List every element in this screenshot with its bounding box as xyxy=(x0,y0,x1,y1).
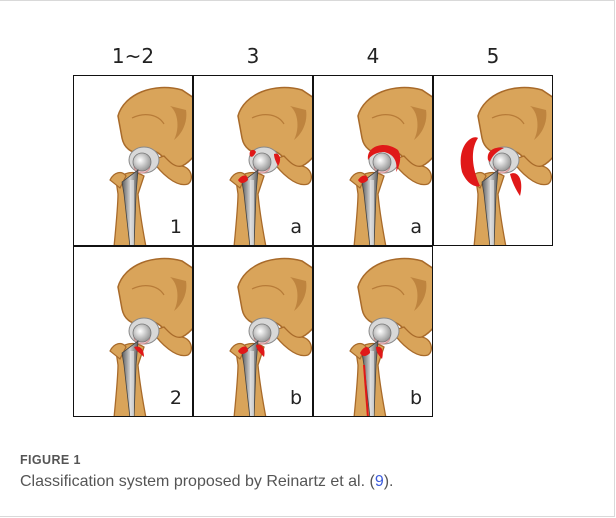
panel-type-5 xyxy=(433,75,553,246)
column-label-4: 4 xyxy=(313,44,433,68)
column-label-3: 3 xyxy=(193,44,313,68)
panel-type-3a: a xyxy=(193,75,313,246)
panel-type-2: 2 xyxy=(73,246,193,417)
reference-link[interactable]: 9 xyxy=(375,473,384,490)
panel-label: a xyxy=(410,216,422,238)
column-label-5: 5 xyxy=(433,44,553,68)
panel-type-1: 1 xyxy=(73,75,193,246)
column-label-1-2: 1~2 xyxy=(73,44,193,68)
panel-label: 1 xyxy=(170,216,182,238)
panel-type-3b: b xyxy=(193,246,313,417)
panel-label: b xyxy=(410,387,422,409)
figure-caption-title: FIGURE 1 xyxy=(20,453,81,467)
figure-caption-text: Classification system proposed by Reinar… xyxy=(20,473,394,491)
caption-text-prefix: Classification system proposed by Reinar… xyxy=(20,473,375,490)
panel-label: b xyxy=(290,387,302,409)
panel-type-4a: a xyxy=(313,75,433,246)
panel-label: 2 xyxy=(170,387,182,409)
panel-label: a xyxy=(290,216,302,238)
caption-text-suffix: ). xyxy=(384,473,394,490)
panel-type-4b: b xyxy=(313,246,433,417)
hip-illustration xyxy=(434,76,553,246)
